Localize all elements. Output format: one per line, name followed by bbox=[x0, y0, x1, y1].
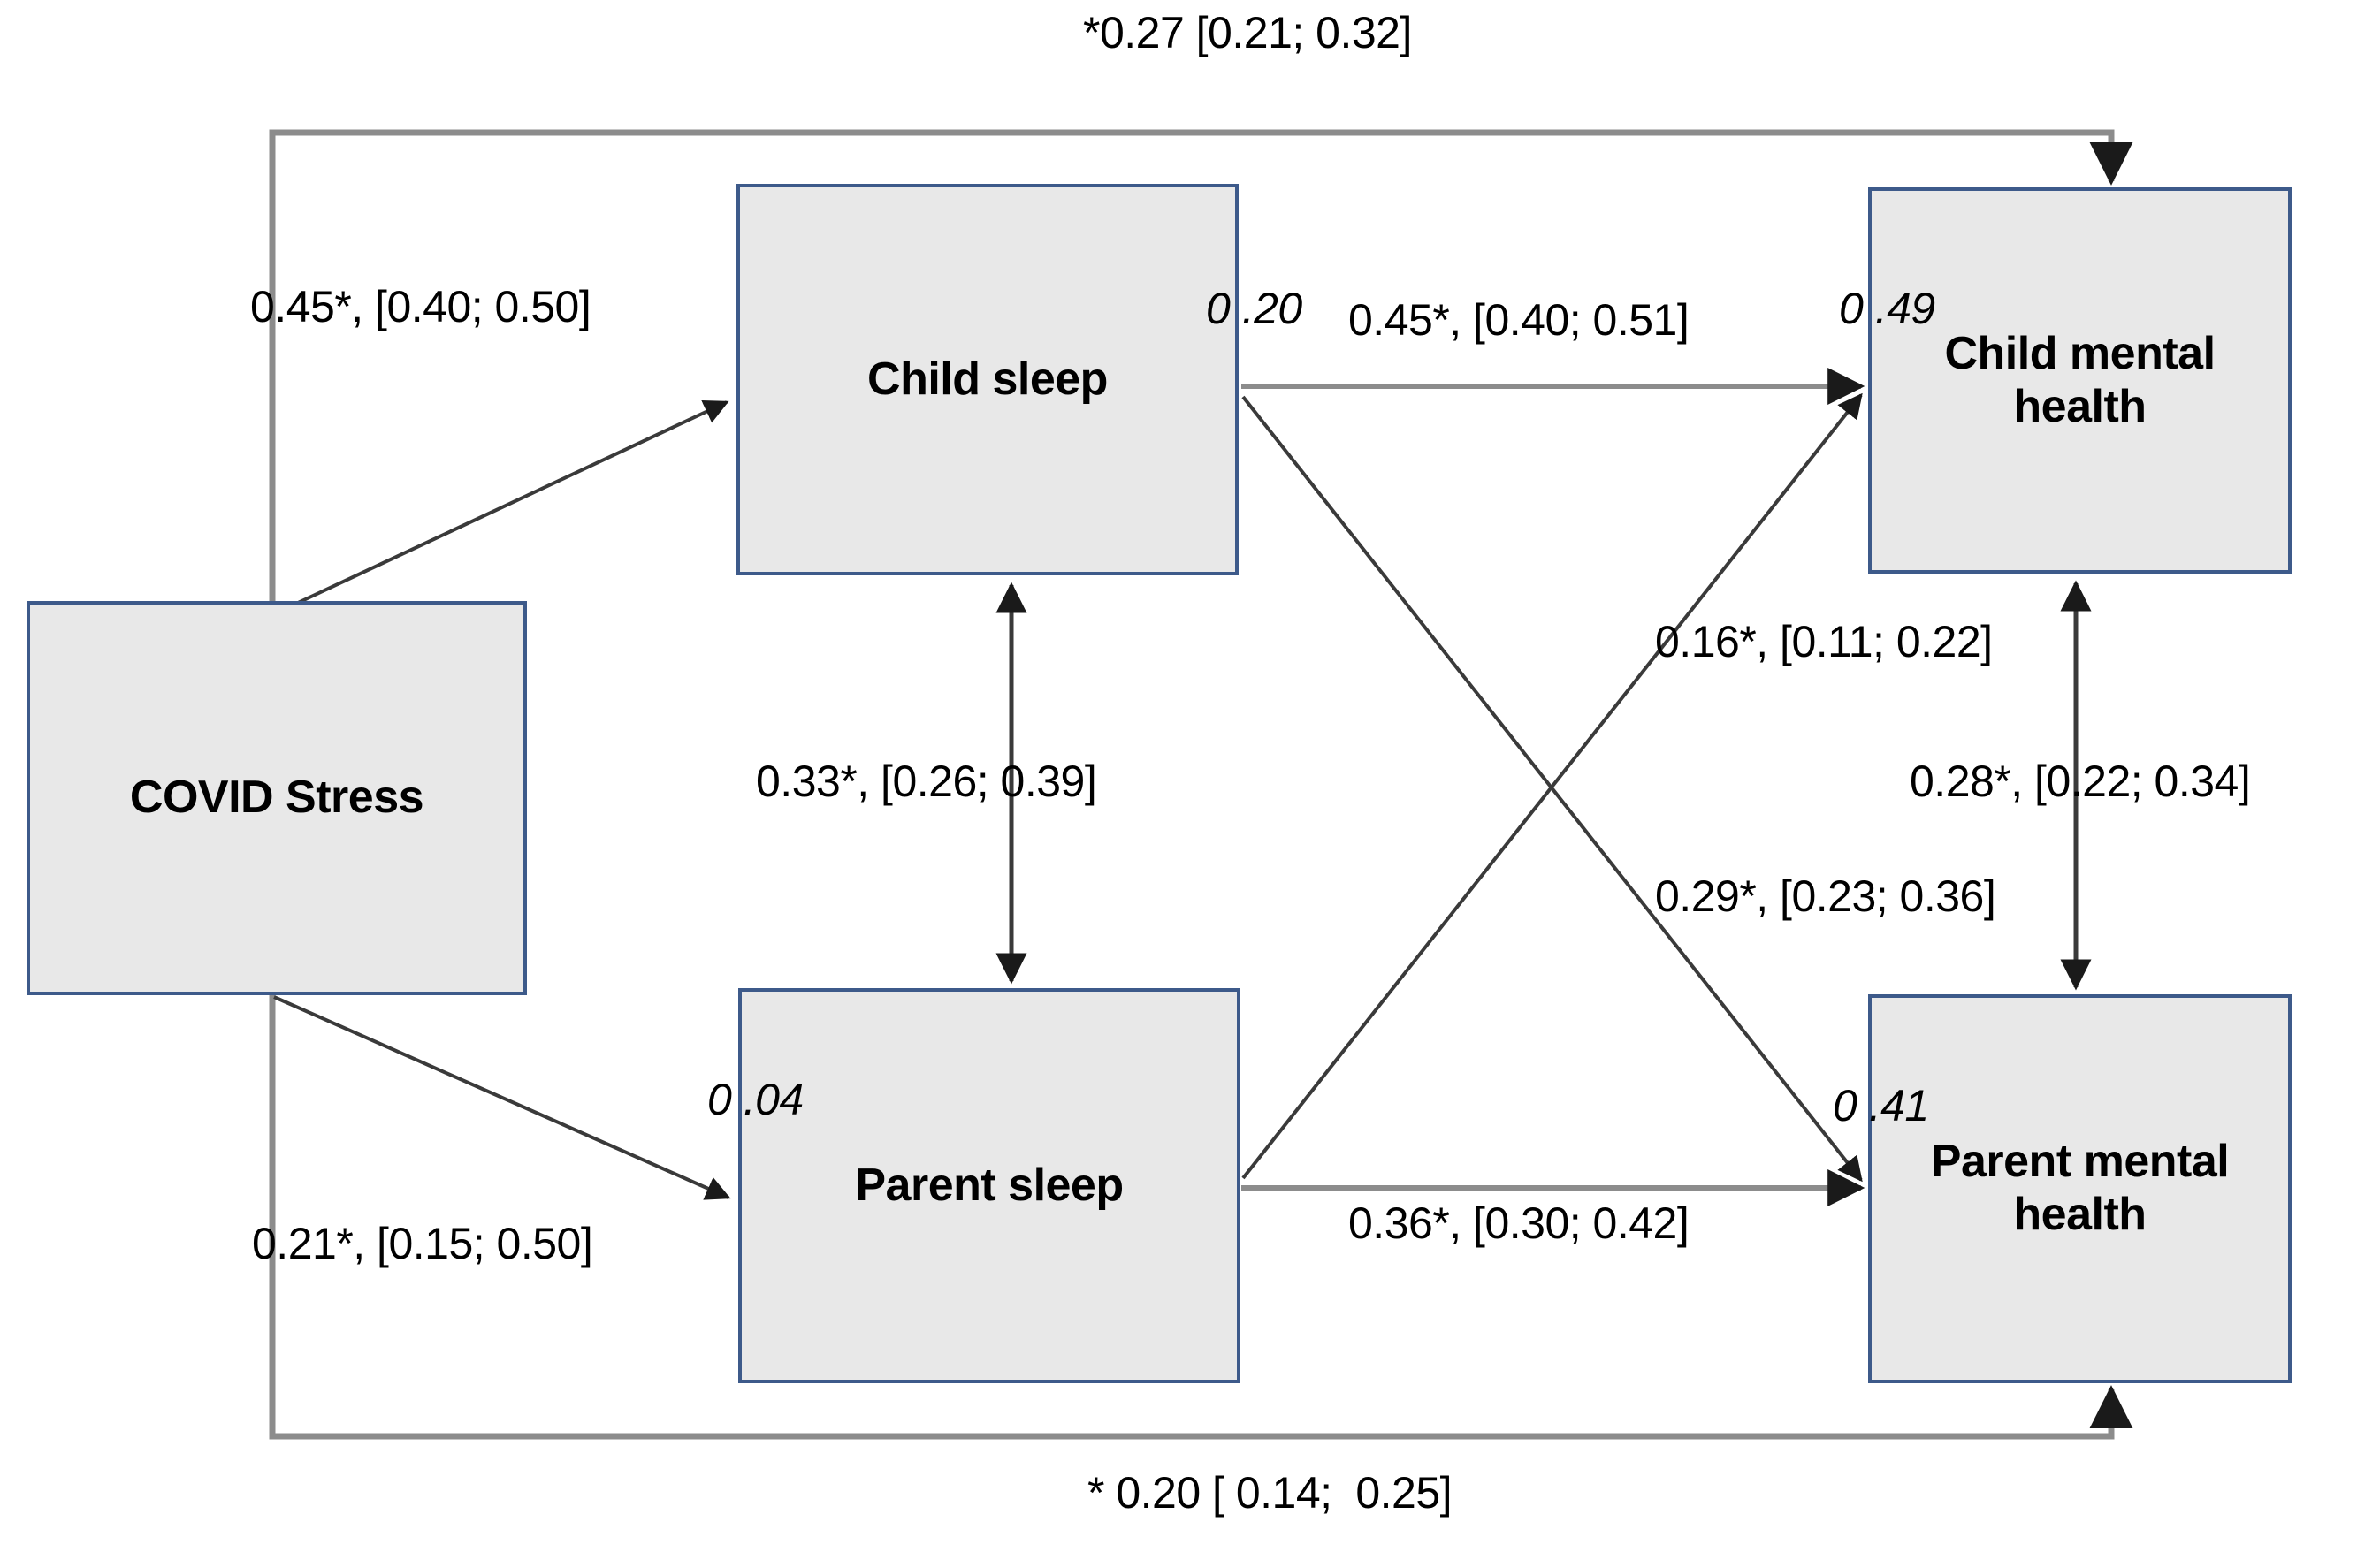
r2-child-sleep: 0 .20 bbox=[1206, 284, 1302, 333]
node-covid-stress-label: COVID Stress bbox=[129, 772, 424, 824]
r2-parent-mental-health: 0 .41 bbox=[1833, 1081, 1929, 1130]
path-label-covid-to-child-sleep: 0.45*, [0.40; 0.50] bbox=[250, 282, 591, 331]
r2-child-mental-health: 0 .49 bbox=[1839, 284, 1935, 333]
connector-parent-sleep-to-child-mh bbox=[1241, 392, 1863, 1180]
path-label-parent-sleep-to-child-mh: 0.16*, [0.11; 0.22] bbox=[1655, 617, 1993, 666]
path-label-child-sleep-to-child-mh: 0.45*, [0.40; 0.51] bbox=[1348, 295, 1690, 345]
connector-covid-to-parent-mh bbox=[269, 981, 2133, 1440]
connector-covid-to-child-sleep bbox=[282, 400, 729, 612]
node-child-sleep[interactable]: Child sleep bbox=[736, 184, 1239, 575]
path-label-covid-to-parent-mh: * 0.20 [ 0.14; 0.25] bbox=[1087, 1468, 1453, 1518]
path-label-child-mh-parent-mh: 0.28*, [0.22; 0.34] bbox=[1910, 757, 2251, 806]
path-label-covid-to-child-mh: *0.27 [0.21; 0.32] bbox=[1083, 8, 1412, 57]
path-label-covid-to-parent-sleep: 0.21*, [0.15; 0.50] bbox=[252, 1219, 593, 1268]
path-label-child-sleep-parent-sleep: 0.33*, [0.26; 0.39] bbox=[756, 757, 1097, 806]
node-child-sleep-label: Child sleep bbox=[867, 353, 1108, 405]
r2-parent-sleep: 0 .04 bbox=[707, 1075, 804, 1124]
node-parent-sleep[interactable]: Parent sleep bbox=[738, 988, 1240, 1383]
node-parent-sleep-label: Parent sleep bbox=[855, 1159, 1124, 1211]
node-covid-stress[interactable]: COVID Stress bbox=[27, 601, 527, 995]
path-label-child-sleep-to-parent-mh: 0.29*, [0.23; 0.36] bbox=[1655, 871, 1996, 921]
connector-covid-to-parent-sleep bbox=[273, 995, 731, 1200]
connector-covid-to-child-mh bbox=[269, 129, 2133, 619]
path-label-parent-sleep-to-parent-mh: 0.36*, [0.30; 0.42] bbox=[1348, 1198, 1690, 1248]
